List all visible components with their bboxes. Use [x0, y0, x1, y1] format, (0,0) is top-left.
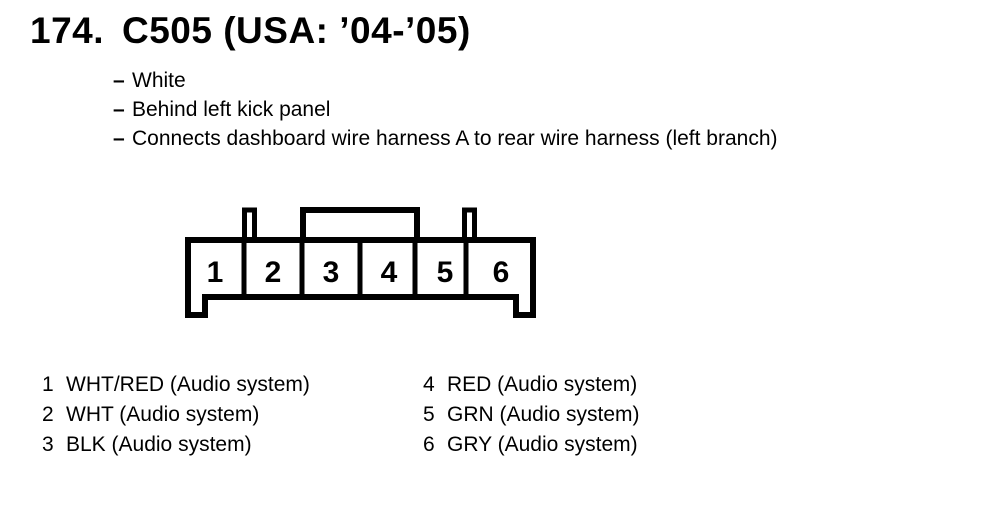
note-text: Connects dashboard wire harness A to rea… — [132, 127, 778, 150]
pin-wire-description: BLK (Audio system) — [66, 433, 252, 456]
pin-wire-description: GRY (Audio system) — [447, 433, 638, 456]
connector-pinout-diagram: 1 2 3 4 5 6 — [185, 207, 536, 318]
pin-row: 6 GRY (Audio system) — [423, 430, 640, 460]
cavity-number-6: 6 — [493, 256, 510, 289]
cavity-number-4: 4 — [381, 256, 398, 289]
cavity-number-1: 1 — [207, 256, 224, 289]
connector-body-outline — [185, 237, 536, 318]
pin-number: 6 — [423, 433, 435, 456]
pin-number: 2 — [42, 403, 54, 426]
dash-bullet: – — [113, 127, 125, 150]
connector-tab-small-left — [242, 207, 257, 243]
page-title: C505 (USA: ’04-’05) — [122, 10, 471, 51]
connector-tab-wide-center — [300, 207, 420, 243]
pin-wire-description: WHT (Audio system) — [66, 403, 260, 426]
note-line: – White — [113, 66, 778, 95]
pin-row: 3 BLK (Audio system) — [42, 430, 310, 460]
pin-wire-description: GRN (Audio system) — [447, 403, 640, 426]
pin-number: 3 — [42, 433, 54, 456]
pin-row: 4 RED (Audio system) — [423, 370, 640, 400]
cavity-number-2: 2 — [265, 256, 282, 289]
note-text: Behind left kick panel — [132, 98, 331, 121]
note-line: – Connects dashboard wire harness A to r… — [113, 124, 778, 153]
pin-list-left-column: 1 WHT/RED (Audio system) 2 WHT (Audio sy… — [42, 370, 310, 460]
heading-item-number: 174. — [30, 10, 105, 51]
pin-row: 2 WHT (Audio system) — [42, 400, 310, 430]
cavity-number-5: 5 — [437, 256, 454, 289]
pin-number: 5 — [423, 403, 435, 426]
note-line: – Behind left kick panel — [113, 95, 778, 124]
pin-wire-description: RED (Audio system) — [447, 373, 638, 396]
connector-tab-small-right — [462, 207, 477, 243]
note-text: White — [132, 69, 186, 92]
dash-bullet: – — [113, 98, 125, 121]
dash-bullet: – — [113, 69, 125, 92]
connector-cavity-dividers — [241, 237, 469, 300]
pin-number: 1 — [42, 373, 54, 396]
pin-row: 1 WHT/RED (Audio system) — [42, 370, 310, 400]
connector-heading: 174. C505 (USA: ’04-’05) — [30, 12, 471, 50]
pin-number: 4 — [423, 373, 435, 396]
cavity-number-3: 3 — [323, 256, 340, 289]
pin-row: 5 GRN (Audio system) — [423, 400, 640, 430]
connector-notes: – White – Behind left kick panel – Conne… — [113, 66, 778, 153]
pin-wire-description: WHT/RED (Audio system) — [66, 373, 310, 396]
pin-list-right-column: 4 RED (Audio system) 5 GRN (Audio system… — [423, 370, 640, 460]
